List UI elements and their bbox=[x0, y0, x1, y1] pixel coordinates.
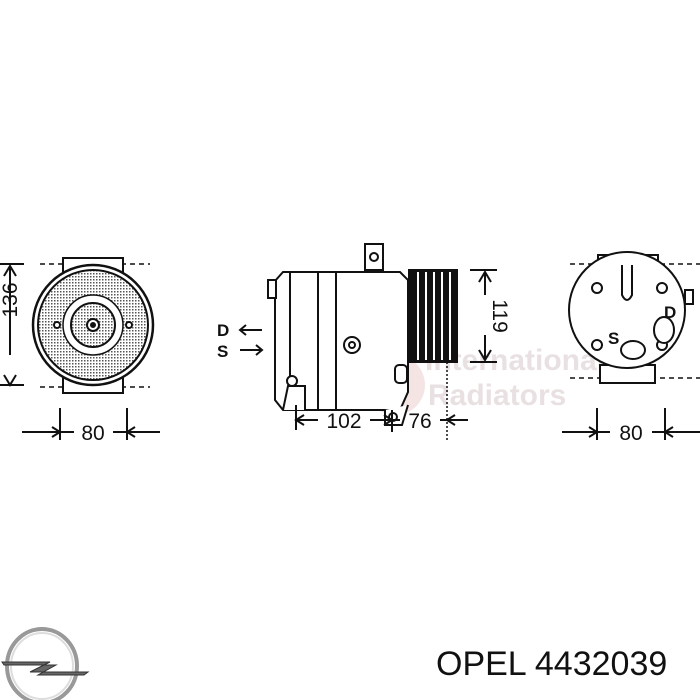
front-view bbox=[0, 257, 155, 394]
dim-side-length-lines bbox=[294, 405, 468, 432]
dim-side-body-length: 102 bbox=[326, 410, 361, 433]
dim-side-height: 119 bbox=[488, 299, 511, 332]
rear-view bbox=[568, 251, 700, 384]
dim-front-width: 80 bbox=[81, 422, 104, 445]
svg-text:Radiators: Radiators bbox=[428, 379, 566, 412]
rear-port-label-discharge: D bbox=[664, 303, 676, 322]
opel-logo bbox=[1, 627, 90, 700]
rear-port-label-suction: S bbox=[608, 329, 619, 348]
side-view bbox=[238, 243, 497, 440]
dim-rear-width: 80 bbox=[619, 422, 642, 445]
dim-side-pulley-length: 76 bbox=[408, 410, 431, 433]
part-title: OPEL 4432039 bbox=[436, 645, 668, 683]
port-label-discharge: D bbox=[217, 321, 229, 340]
dim-front-height: 136 bbox=[0, 282, 22, 317]
dim-rear-width-lines bbox=[562, 408, 700, 440]
port-label-suction: S bbox=[217, 342, 228, 361]
dim-front-width-lines bbox=[22, 408, 160, 440]
